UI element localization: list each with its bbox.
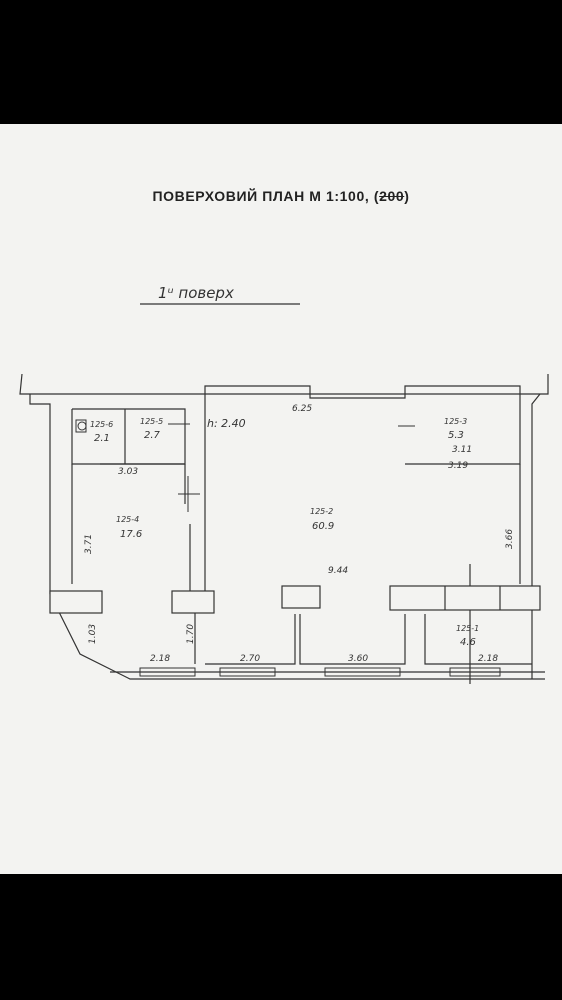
wall-pier-mid: [171, 590, 215, 614]
title-struck-scale: 200: [379, 188, 405, 204]
dim-left-wall: 3.71: [84, 533, 94, 554]
floor-plan-drawing: [19, 303, 549, 684]
room-area-125-4: 17.6: [120, 529, 143, 540]
dim-bottom-2: 2.70: [240, 654, 261, 664]
dim-lower-mid: 1.70: [186, 623, 196, 644]
dim-room3-a: 3.11: [452, 445, 473, 455]
dim-left-span: 3.03: [118, 467, 139, 477]
dim-top-main: 6.25: [292, 404, 313, 414]
room-id-125-6: 125-6: [90, 420, 114, 429]
dim-mid-span: 9.44: [328, 566, 349, 576]
room-id-125-4: 125-4: [116, 515, 140, 524]
dim-right-wall: 3.66: [505, 528, 515, 549]
room-id-125-3: 125-3: [444, 417, 468, 426]
plan-title: ПОВЕРХОВИЙ ПЛАН М 1:100, (200): [0, 188, 562, 204]
toilet-icon: [75, 419, 87, 433]
room-area-125-6: 2.1: [94, 433, 110, 444]
dim-room3-b: 3.19: [448, 461, 469, 471]
wall-segment-right: [389, 585, 541, 611]
room-id-125-2: 125-2: [310, 507, 334, 516]
room-id-125-5: 125-5: [140, 417, 164, 426]
dim-lower-left: 1.03: [88, 623, 98, 644]
room-area-125-2: 60.9: [312, 521, 335, 532]
wall-pier-left: [49, 590, 103, 614]
title-end: ): [404, 188, 410, 204]
room-area-125-5: 2.7: [144, 430, 160, 441]
room-id-125-1: 125-1: [456, 624, 480, 633]
room-area-125-1: 4.6: [460, 637, 476, 648]
title-main: ПОВЕРХОВИЙ ПЛАН М 1:100, (: [152, 188, 380, 204]
plan-sheet: ПОВЕРХОВИЙ ПЛАН М 1:100, (200) 1ᵘ поверх: [0, 124, 562, 874]
column: [281, 585, 321, 609]
dim-bottom-3: 3.60: [348, 654, 369, 664]
room-area-125-3: 5.3: [448, 430, 464, 441]
floor-label: 1ᵘ поверх: [158, 284, 234, 302]
ceiling-height: h: 2.40: [207, 417, 246, 430]
dim-bottom-1: 2.18: [150, 654, 171, 664]
dim-bottom-4: 2.18: [478, 654, 499, 664]
